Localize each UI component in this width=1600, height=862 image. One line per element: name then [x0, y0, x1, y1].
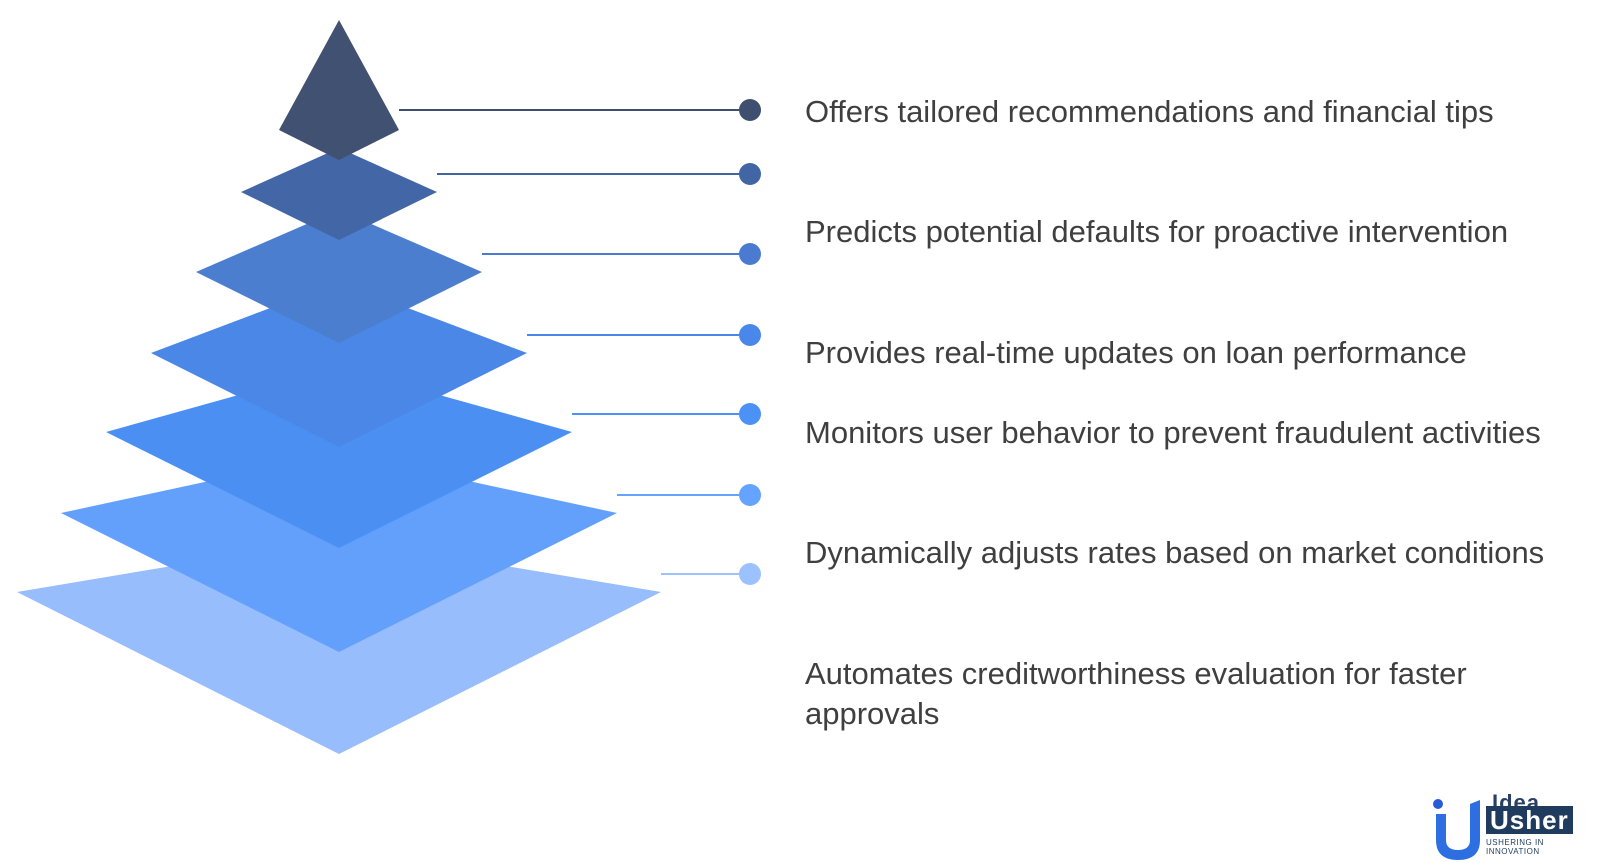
- layer-label-2: Predicts potential defaults for proactiv…: [805, 214, 1509, 249]
- pyramid-layer-4: [151, 282, 527, 447]
- pyramid-layer-3: [196, 210, 482, 343]
- layer-label-6: Automates creditworthiness evaluation fo…: [805, 656, 1467, 731]
- layer-label-1: Offers tailored recommendations and fina…: [805, 94, 1494, 129]
- layer-label-3: Provides real-time updates on loan perfo…: [805, 335, 1467, 370]
- connector-dot-7: [739, 563, 761, 585]
- logo-tagline: USHERING IN INNOVATION: [1486, 838, 1544, 856]
- logo-u-icon: [1433, 799, 1480, 860]
- layer-label-4: Monitors user behavior to prevent fraudu…: [805, 415, 1541, 450]
- pyramid-layer-1: [279, 20, 399, 160]
- connector-dot-6: [739, 484, 761, 506]
- pyramid-layer-5: [106, 367, 572, 548]
- connector-dot-1: [739, 99, 761, 121]
- logo-word-usher: Usher: [1486, 806, 1573, 834]
- idea-usher-logo: Idea Usher USHERING IN INNOVATION: [1432, 790, 1598, 862]
- layer-label-5: Dynamically adjusts rates based on marke…: [805, 535, 1545, 570]
- connector-dot-2: [739, 163, 761, 185]
- connector-dot-3: [739, 243, 761, 265]
- connector-dot-4: [739, 324, 761, 346]
- connector-dot-5: [739, 403, 761, 425]
- pyramid-layer-2: [241, 148, 437, 240]
- pyramid-layer-6: [61, 453, 617, 652]
